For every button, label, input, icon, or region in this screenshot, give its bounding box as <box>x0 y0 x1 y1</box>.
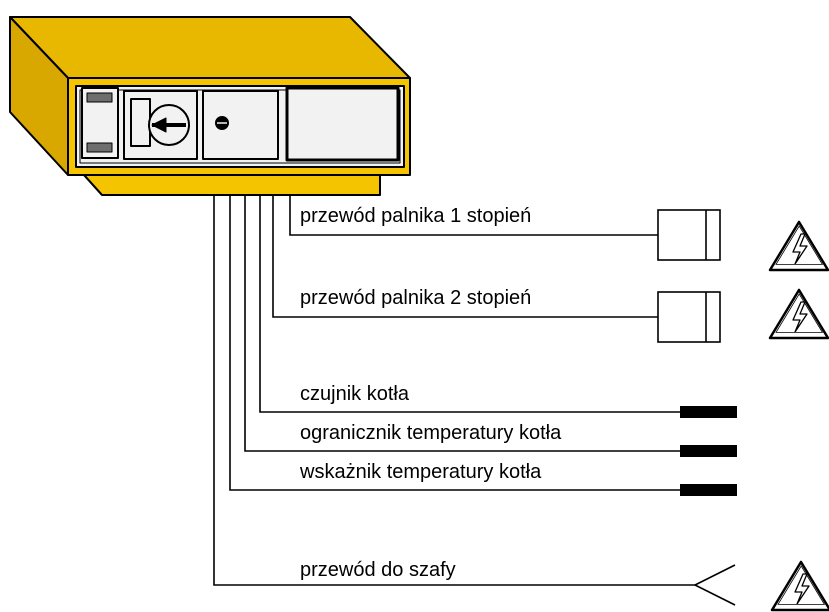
open-cable-end-icon <box>693 564 736 606</box>
display-window <box>285 86 400 162</box>
label-boiler-sensor: czujnik kotła <box>300 383 409 405</box>
wire-burner-stage-1 <box>289 195 658 236</box>
wire-cabinet <box>213 195 695 586</box>
wire-temperature-indicator <box>229 195 680 491</box>
sensor-plug-icon <box>680 484 737 496</box>
high-voltage-warning-icon <box>770 560 829 612</box>
sensor-plug-icon <box>680 406 737 418</box>
wire-temperature-limiter <box>244 195 680 452</box>
high-voltage-warning-icon <box>768 288 829 340</box>
switch-slot <box>130 98 151 147</box>
label-temperature-limiter: ogranicznik temperatury kotła <box>300 422 562 444</box>
relay-box-icon <box>657 291 721 343</box>
wire-boiler-sensor <box>259 195 680 413</box>
sensor-plug-icon <box>680 445 737 457</box>
label-temperature-indicator: wskażnik temperatury kotła <box>300 461 542 483</box>
fuse-cap-top <box>86 92 113 103</box>
wire-burner-stage-2 <box>272 195 658 318</box>
label-burner-stage-1: przewód palnika 1 stopień <box>300 205 532 227</box>
controller-housing-icon <box>9 16 411 196</box>
housing-top <box>9 16 411 79</box>
label-cabinet-cable: przewód do szafy <box>300 559 456 581</box>
wire-lines <box>213 195 695 586</box>
label-burner-stage-2: przewód palnika 2 stopień <box>300 287 532 309</box>
thermostat-module <box>202 90 279 160</box>
housing-base <box>83 174 381 196</box>
high-voltage-warning-icon <box>768 220 829 272</box>
relay-box-icon <box>657 209 721 261</box>
fuse-cap-bottom <box>86 142 113 153</box>
